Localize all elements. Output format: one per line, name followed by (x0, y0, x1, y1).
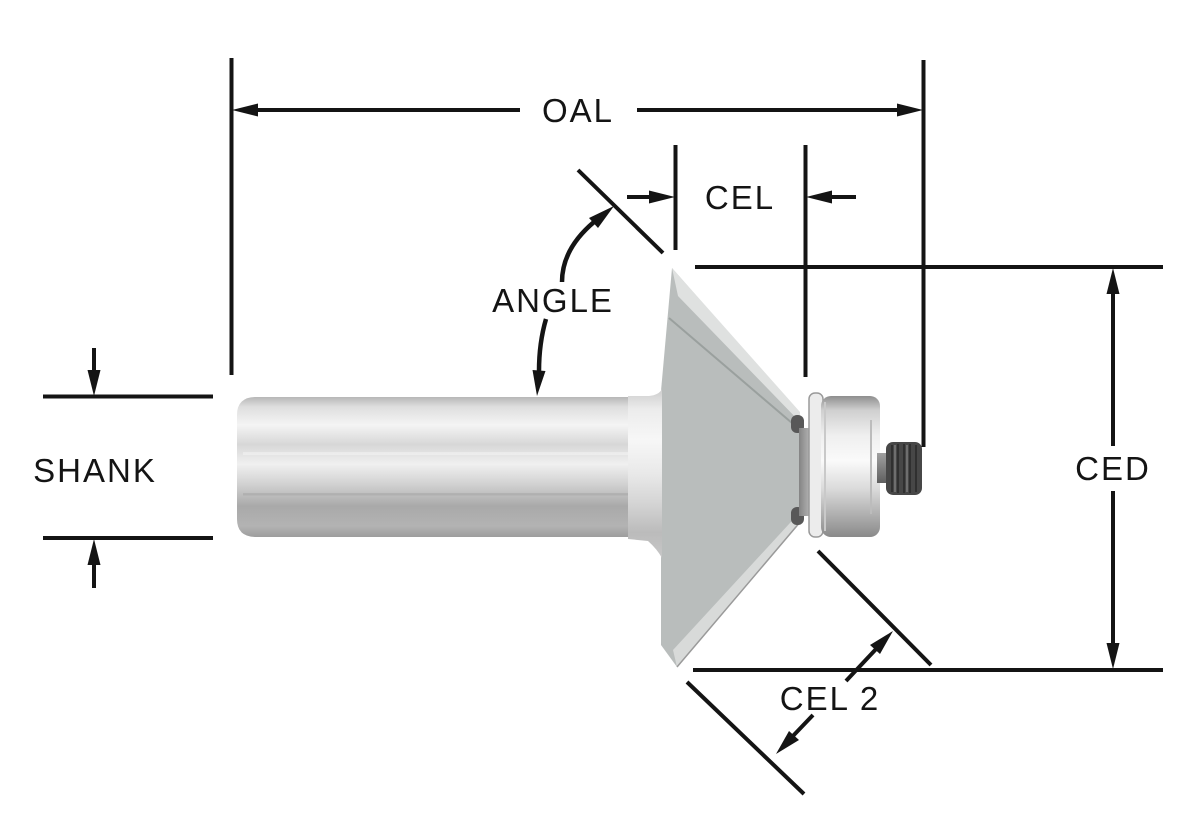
shank-machining-shadow (243, 493, 629, 496)
cel2-extension-line-lower (685, 680, 806, 796)
shank-label: SHANK (33, 452, 157, 489)
angle-reference-line (576, 168, 665, 255)
nut-knurling (891, 444, 917, 493)
oal-arrowhead-left (232, 103, 258, 117)
cel2-extension-line-upper (816, 549, 933, 667)
cutter-body (661, 268, 800, 667)
shank-cylinder (237, 397, 632, 537)
oal-arrowhead-right (897, 103, 923, 117)
angle-label: ANGLE (492, 282, 614, 319)
bottom-bevel-edge (676, 520, 802, 668)
dimension-lines (43, 58, 1163, 796)
angle-arc-lower (536, 318, 549, 372)
shank-machining-highlight (243, 452, 629, 455)
axle-shaft (877, 453, 888, 483)
ced-label: CED (1075, 450, 1151, 487)
cel-arrowhead-left (649, 190, 675, 204)
shank-arrowhead-up (87, 539, 101, 565)
router-bit (237, 268, 922, 668)
cel-arrowhead-right (806, 190, 832, 204)
ball-bearing (821, 396, 880, 537)
cel2-arrowhead-lower (776, 731, 799, 754)
cel2-arrow-shaft-upper (844, 646, 879, 683)
oal-label: OAL (542, 92, 614, 129)
cel2-label: CEL 2 (780, 680, 881, 717)
ced-arrowhead-down (1106, 643, 1120, 669)
dimension-labels: OAL CEL ANGLE SHANK CED CEL 2 (33, 92, 1151, 717)
ced-arrowhead-up (1106, 268, 1120, 294)
nut-knurl-highlights (894, 445, 908, 492)
angle-arrowhead-lower (532, 370, 546, 396)
neck-fillet (628, 389, 662, 558)
bottom-flute-highlight (673, 511, 801, 667)
cutting-edge-highlight (672, 268, 800, 422)
flute-shoulder-edge (668, 317, 800, 430)
angle-arc-upper (559, 220, 596, 283)
washer (808, 392, 824, 538)
dimension-arrowheads (87, 103, 1120, 754)
angle-arrowhead-upper (589, 206, 614, 228)
shank-arrowhead-down (87, 370, 101, 396)
cel-label: CEL (705, 179, 775, 216)
cel2-arrow-shaft-lower (789, 713, 815, 740)
cel2-arrowhead-upper (870, 631, 893, 654)
